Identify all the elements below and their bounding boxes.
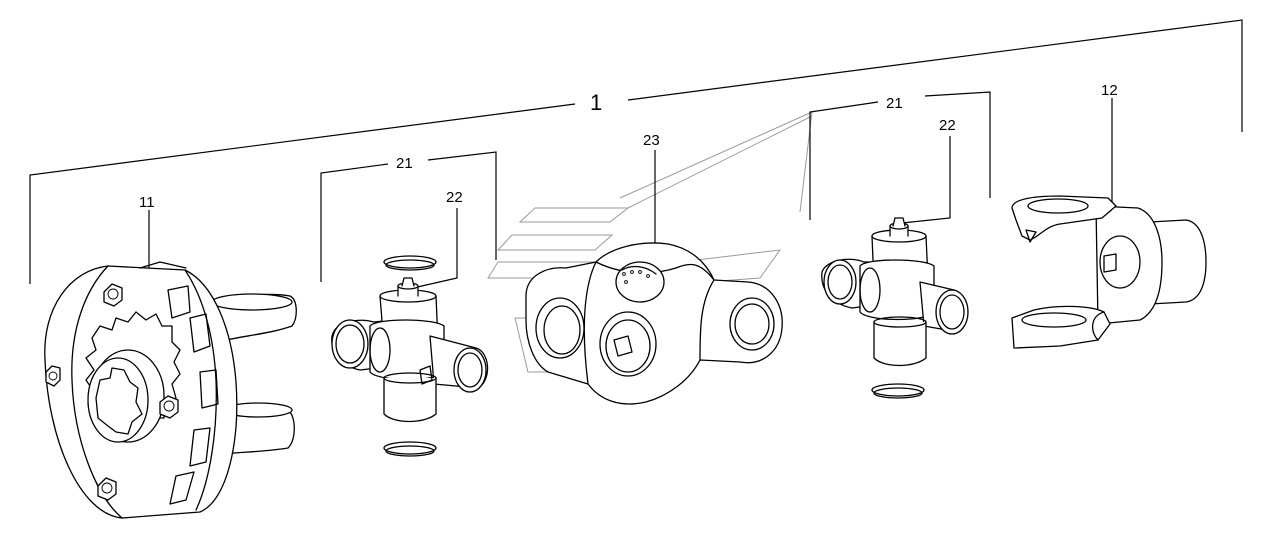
callout-spider-right: 22 bbox=[939, 117, 956, 134]
callout-cross-kit-left: 21 bbox=[396, 155, 413, 172]
cross-kit-right-bracket-b bbox=[924, 91, 991, 198]
yoke-drawing bbox=[1011, 195, 1207, 349]
flange-yoke-drawing bbox=[44, 261, 297, 519]
snap-ring-right-bottom bbox=[871, 383, 925, 399]
callout-labels: 1 11 12 21 21 22 22 23 bbox=[139, 82, 1118, 211]
flange-bolt-right bbox=[159, 395, 179, 419]
cross-kit-left-bracket-b bbox=[427, 151, 497, 260]
callout-cross-kit-right: 21 bbox=[886, 95, 903, 112]
spider-left-leader bbox=[412, 208, 458, 289]
leader-lines bbox=[29, 19, 1243, 289]
cross-kit-left-bracket-a bbox=[320, 163, 389, 282]
assembly-bracket-left bbox=[29, 103, 576, 284]
spider-right-drawing bbox=[821, 217, 969, 367]
callout-flange-yoke: 11 bbox=[139, 194, 155, 211]
callout-spider-left: 22 bbox=[446, 189, 463, 206]
callout-assembly: 1 bbox=[590, 90, 602, 115]
center-housing-drawing bbox=[525, 242, 783, 405]
flange-bolt-bottom bbox=[97, 477, 117, 501]
callout-yoke: 12 bbox=[1101, 82, 1118, 99]
spider-left-drawing bbox=[331, 277, 489, 423]
flange-bolt-top bbox=[103, 283, 123, 307]
spider-right-leader bbox=[901, 136, 951, 224]
snap-ring-left-top bbox=[383, 255, 437, 271]
callout-center-housing: 23 bbox=[643, 132, 660, 149]
snap-ring-left-bottom bbox=[383, 441, 437, 457]
flange-bolt-left bbox=[45, 365, 61, 387]
cross-kit-right-bracket-a bbox=[809, 101, 879, 220]
assembly-bracket-right bbox=[627, 19, 1243, 132]
